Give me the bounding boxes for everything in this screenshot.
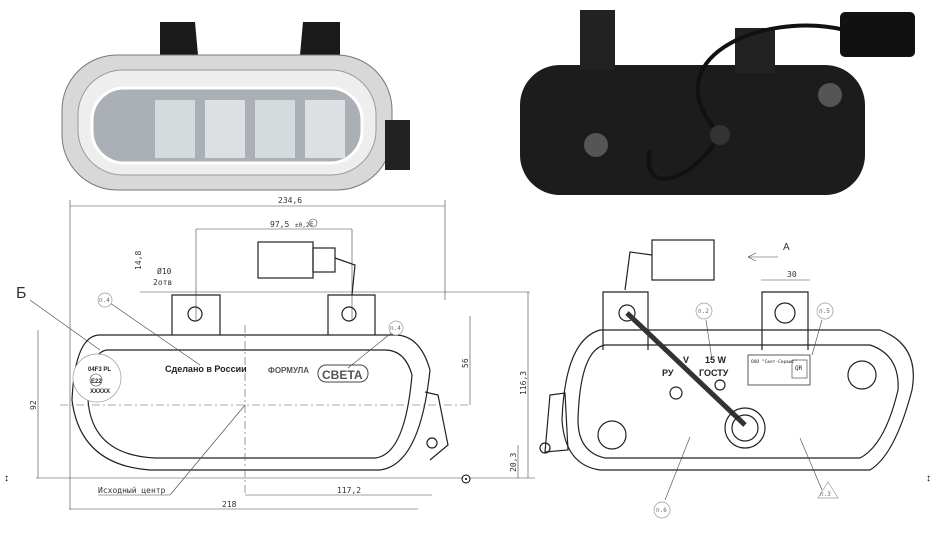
- drawing-label: СВЕТА: [322, 368, 363, 382]
- front-lamp-photo: [61, 22, 410, 191]
- drawing-label: ФОРМУЛА: [268, 366, 309, 375]
- drawing-label: XXXXX: [90, 389, 110, 395]
- drawing-label: РУ: [662, 368, 674, 378]
- drawing-label: Сделано в России: [165, 364, 247, 374]
- drawing-label: 116,3: [519, 371, 528, 395]
- drawing-label: п.6: [656, 507, 667, 514]
- drawing-label: 20,3: [509, 453, 518, 472]
- drawing-label: Б: [16, 285, 27, 302]
- drawing-label: ↕: [4, 473, 9, 484]
- drawing-label: A: [783, 242, 790, 253]
- drawing-label: 218: [222, 500, 237, 509]
- back-view-drawing: A 30 V 15 W РУ ГОСТУ ООО "Свет-Сервис" Q…: [539, 239, 931, 519]
- drawing-label: 92: [29, 400, 38, 410]
- drawing-label: V: [683, 355, 689, 365]
- drawing-label: 30: [787, 270, 797, 279]
- drawing-label: ↕: [926, 473, 931, 484]
- drawing-label: 97,5: [270, 220, 289, 229]
- drawing-label: E: [310, 221, 314, 228]
- drawing-label: п.4: [390, 325, 401, 332]
- drawing-label: п.3: [820, 491, 831, 498]
- drawing-label: ООО "Свет-Сервис": [751, 359, 797, 365]
- drawing-label: п.5: [819, 308, 830, 315]
- back-lamp-photo: [520, 10, 915, 195]
- drawing-label: 117,2: [337, 486, 361, 495]
- drawing-label: Исходный центр: [98, 486, 166, 495]
- drawing-label: 15 W: [705, 355, 727, 365]
- drawing-label: Ø10: [157, 266, 172, 276]
- drawing-label: 04F3 PL: [88, 367, 111, 373]
- drawing-label: ГОСТУ: [699, 368, 729, 378]
- drawing-label: QR: [795, 365, 803, 372]
- drawing-label: 56: [461, 358, 470, 368]
- drawing-label: п.2: [698, 308, 709, 315]
- front-view-drawing: 234,6 97,5 ±0,2 E 14,8 Ø10 2отв Б 04F3 P…: [4, 196, 535, 510]
- drawing-label: п.4: [99, 297, 110, 304]
- drawing-label: 2отв: [153, 278, 172, 287]
- drawing-label: E22: [91, 379, 102, 385]
- drawing-label: ±0,2: [295, 222, 310, 229]
- drawing-label: 14,8: [134, 251, 143, 270]
- drawing-label: 234,6: [278, 196, 302, 205]
